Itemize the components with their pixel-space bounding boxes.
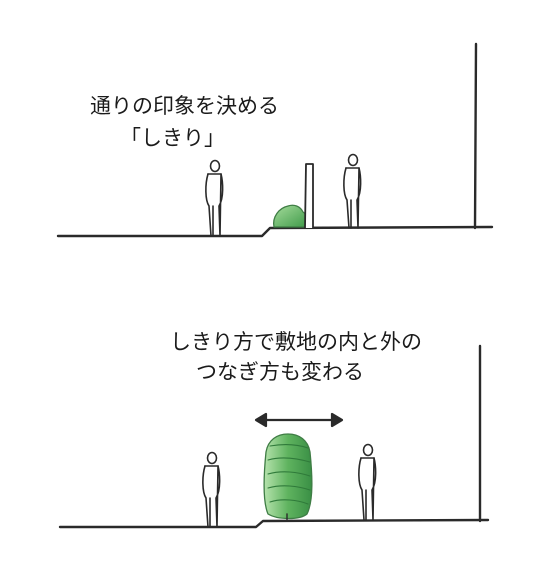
tall-hedge xyxy=(263,433,313,521)
top-person-right xyxy=(343,153,362,229)
top-ground-line xyxy=(56,225,494,238)
top-low-bush xyxy=(273,204,308,228)
double-arrow xyxy=(254,412,344,428)
bottom-caption-line1: しきり方で敷地の内と外の xyxy=(170,330,422,354)
bottom-ground-line xyxy=(58,518,490,529)
bottom-person-left xyxy=(202,451,221,528)
top-short-post xyxy=(304,163,314,229)
bottom-scene xyxy=(58,344,490,529)
top-scene xyxy=(56,42,494,238)
bottom-caption-line2: つなぎ方も変わる xyxy=(196,360,364,384)
bottom-person-right xyxy=(358,443,377,521)
top-caption-line1: 通りの印象を決める xyxy=(90,94,279,118)
top-caption-line2: 「しきり」 xyxy=(120,126,225,150)
top-tall-pole xyxy=(473,42,478,230)
top-person-left xyxy=(205,159,224,237)
